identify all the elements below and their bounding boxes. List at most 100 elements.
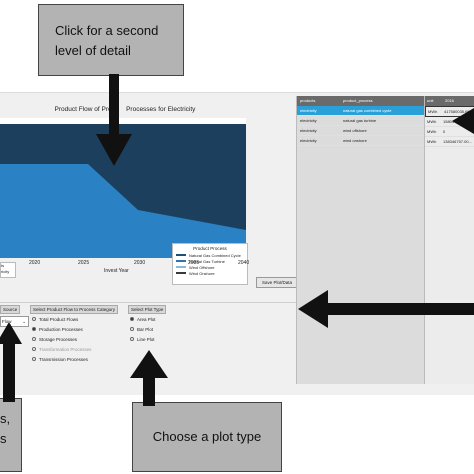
radio-label: Transformation Processes: [39, 346, 92, 352]
legend-item: Natural Gas Combined Cycle: [173, 252, 247, 258]
radio-circle: [32, 337, 36, 341]
legend-title: Product Process: [193, 246, 227, 251]
legend-label: Natural Gas Combined Cycle: [189, 252, 241, 258]
table-cell: 0: [443, 129, 446, 134]
radio-circle: [130, 317, 134, 321]
column-header: 2016: [445, 98, 454, 103]
area-plot: [0, 118, 246, 258]
legend-label: Wind Onshore: [189, 270, 215, 276]
save-plot-data-button[interactable]: Save Plot/Data: [256, 277, 298, 288]
flow-select-value: Flow: [2, 319, 12, 324]
table-row[interactable]: MWh 417580035.65...: [425, 106, 474, 117]
x-axis-label: Invest Year: [104, 268, 129, 274]
table-header: unit 2016: [425, 96, 474, 106]
table-cell: wind offshore: [343, 128, 367, 133]
callout-line: level of detail: [55, 43, 131, 58]
radio-label: Line Plot: [137, 336, 155, 342]
radio-storage-processes[interactable]: Storage Processes: [32, 334, 91, 344]
table-cell: MWh: [427, 129, 437, 134]
table-cell: MWh: [428, 109, 438, 114]
legend-item: Natural Gas Turbine: [173, 258, 247, 264]
legend-item: Wind Onshore: [173, 270, 247, 276]
legend-label: Wind Offshore: [189, 264, 215, 270]
left-legend-fragment: ts ricity: [0, 262, 16, 278]
radio-production-processes[interactable]: Production Processes: [32, 324, 91, 334]
radio-circle: [32, 317, 36, 321]
chart-title: Product Flow of Prod Processes for Elect…: [54, 106, 196, 113]
x-tick-label: 2025: [78, 260, 90, 266]
callout-plot-type: Choose a plot type: [132, 402, 282, 472]
arrow-down-icon: [96, 74, 132, 166]
radio-label: Production Processes: [39, 326, 83, 332]
arrow-left-icon: [452, 108, 474, 134]
arrow-up-icon: [130, 350, 168, 406]
source-label: Source: [0, 305, 21, 314]
table-row[interactable]: electricity wind onshore: [297, 136, 425, 146]
callout-fragment: s: [0, 431, 7, 446]
radio-line-plot[interactable]: Line Plot: [130, 334, 156, 344]
callout-second-level: Click for a second level of detail: [38, 4, 184, 76]
callout-left: s, s: [0, 398, 22, 472]
flow-select[interactable]: Flow ⌄: [0, 316, 29, 327]
radio-bar-plot[interactable]: Bar Plot: [130, 324, 156, 334]
callout-text: Choose a plot type: [152, 429, 262, 444]
values-table: unit 2016 MWh 417580035.65... MWh 158044…: [424, 96, 474, 384]
legend-item: Wind Offshore: [173, 264, 247, 270]
table-cell: MWh: [427, 139, 437, 144]
radio-label: Total Product Flows: [39, 316, 79, 322]
column-header: product_process: [343, 98, 373, 103]
legend-swatch: [176, 266, 186, 268]
legend-swatch: [176, 254, 186, 256]
radio-label: Transmission Processes: [39, 356, 88, 362]
radio-circle: [32, 347, 36, 351]
table-cell: electricity: [300, 108, 317, 113]
column-header: unit: [427, 98, 434, 103]
table-cell: 138346757.00...: [443, 139, 472, 144]
table-cell: natural gas combined cycle: [343, 108, 392, 113]
table-row[interactable]: electricity natural gas combined cycle: [297, 106, 425, 116]
x-tick-label: 2020: [29, 260, 41, 266]
area-natural-gas-combined-cycle: [0, 164, 246, 258]
plot-type-header: Select Plot Type: [128, 305, 167, 314]
radio-transmission-processes[interactable]: Transmission Processes: [32, 354, 91, 364]
chevron-down-icon: ⌄: [22, 319, 26, 324]
arrow-left-icon: [298, 290, 474, 328]
radio-label: Area Plot: [137, 316, 156, 322]
legend-label: Natural Gas Turbine: [189, 258, 225, 264]
table-cell: electricity: [300, 128, 317, 133]
callout-fragment: s,: [0, 411, 11, 426]
legend-swatch: [176, 272, 186, 274]
radio-circle: [32, 327, 36, 331]
table-cell: electricity: [300, 118, 317, 123]
left-legend-text-2: ricity: [1, 269, 10, 274]
radio-transformation-processes: Transformation Processes: [32, 344, 91, 354]
chart-legend: Product Process Natural Gas Combined Cyc…: [172, 243, 248, 285]
arrow-up-icon: [0, 322, 22, 402]
radio-total-product-flows[interactable]: Total Product Flows: [32, 314, 91, 324]
legend-swatch: [176, 260, 186, 262]
radio-circle: [130, 337, 134, 341]
plot-type-radio-group: Area Plot Bar Plot Line Plot: [130, 314, 156, 344]
table-row[interactable]: MWh 0: [425, 127, 474, 137]
radio-circle: [130, 327, 134, 331]
table-row[interactable]: MWh 138346757.00...: [425, 137, 474, 147]
table-cell: 417580035.65...: [444, 109, 473, 114]
radio-circle: [32, 357, 36, 361]
table-row[interactable]: electricity wind offshore: [297, 126, 425, 136]
table-cell: MWh: [427, 119, 437, 124]
radio-label: Bar Plot: [137, 326, 154, 332]
radio-area-plot[interactable]: Area Plot: [130, 314, 156, 324]
table-cell: natural gas turbine: [343, 118, 377, 123]
table-header: products product_process: [297, 96, 425, 106]
radio-label: Storage Processes: [39, 336, 78, 342]
callout-line: Click for a second: [55, 23, 159, 38]
table-cell: wind onshore: [343, 138, 367, 143]
x-tick-label: 2030: [134, 260, 146, 266]
product-table: products product_process electricity nat…: [296, 96, 425, 384]
category-header: Select Product Flow to Process Category: [30, 305, 119, 314]
x-tick-label: 2040: [238, 260, 250, 266]
controls-divider: [0, 302, 300, 303]
category-radio-group: Total Product Flows Production Processes…: [32, 314, 91, 364]
table-row[interactable]: electricity natural gas turbine: [297, 116, 425, 126]
x-tick-label: 2035: [188, 260, 200, 266]
